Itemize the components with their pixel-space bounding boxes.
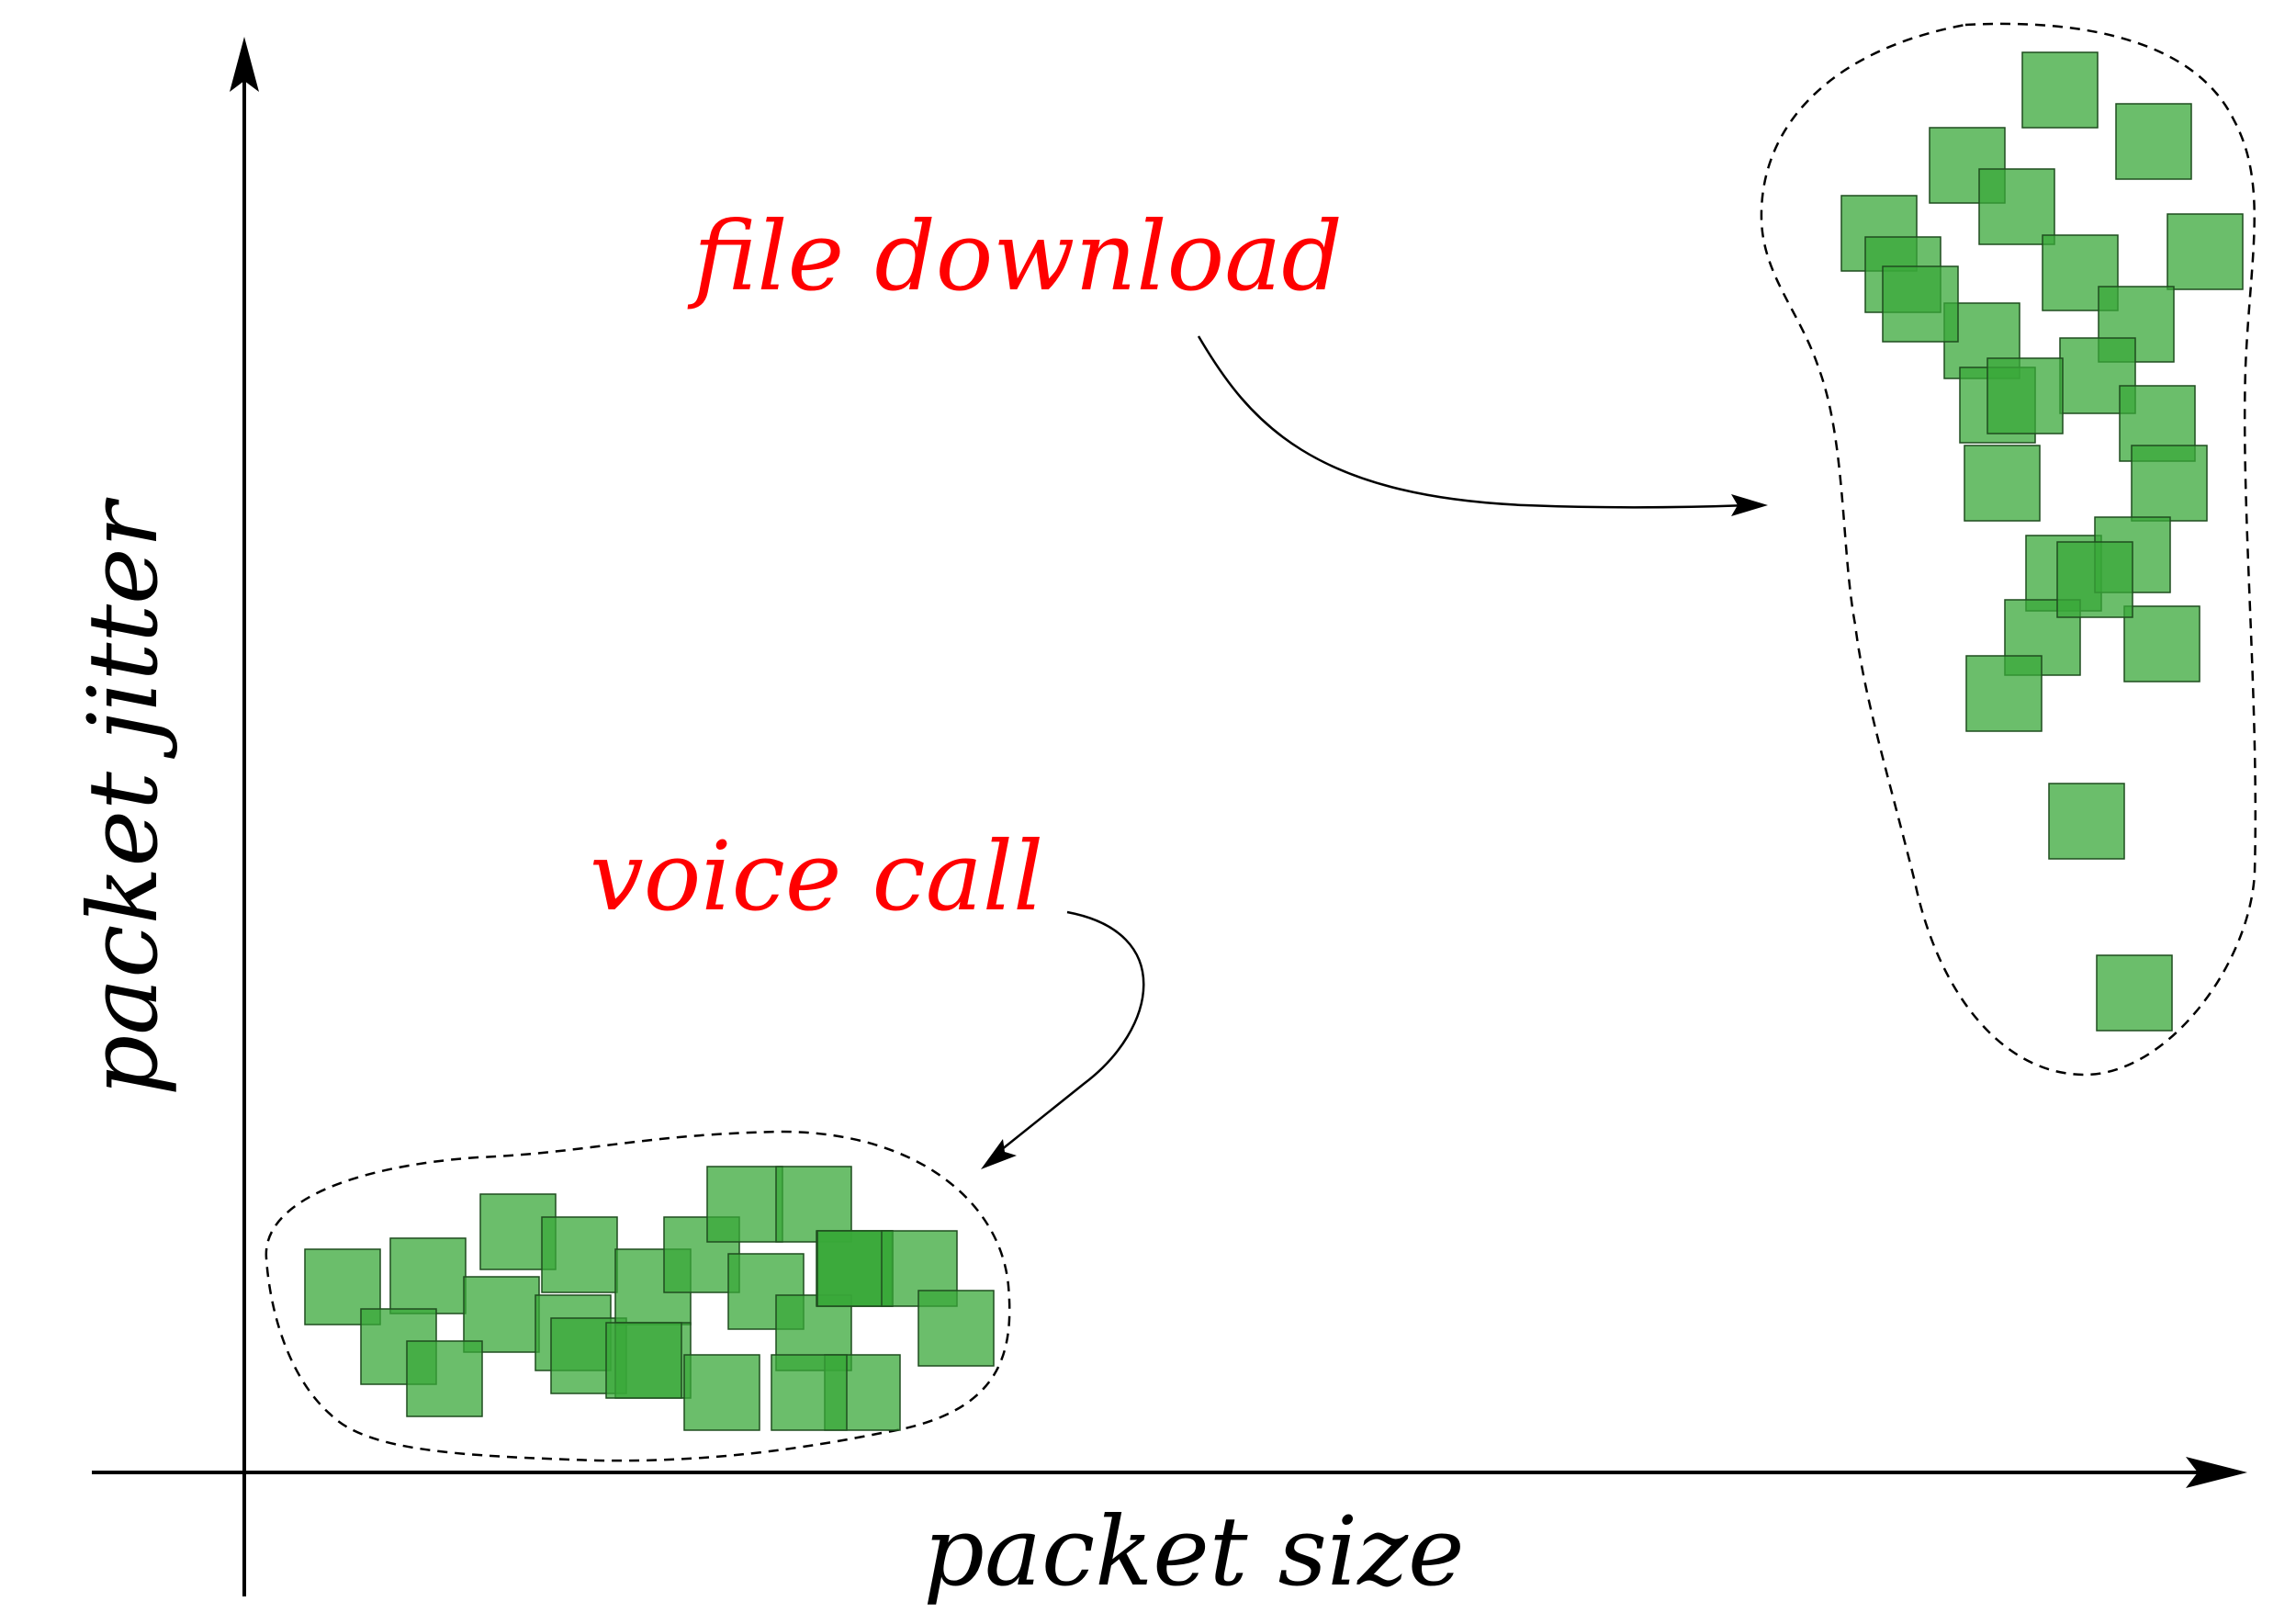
file-download-point	[2021, 51, 2099, 129]
voice-call-point	[541, 1216, 618, 1293]
file-download-cluster	[1840, 51, 2244, 1032]
voice-call-point	[683, 1354, 760, 1431]
file-download-point	[1978, 168, 2055, 245]
voice-call-point	[816, 1230, 894, 1307]
voice-call-point	[775, 1166, 852, 1243]
file-download-point	[2131, 445, 2208, 522]
file-download-arrow	[1197, 335, 1750, 509]
voice-call-point	[406, 1340, 483, 1417]
file-download-point	[2056, 541, 2133, 618]
file-download-point	[2123, 605, 2200, 682]
voice-call-point	[771, 1354, 848, 1431]
file-download-point	[1964, 445, 2041, 522]
axes	[92, 37, 2247, 1596]
voice-call-cluster-boundary	[264, 1130, 1011, 1462]
voice-call-label: voice call	[590, 820, 1043, 932]
file-download-point	[1882, 265, 1959, 343]
x-axis-label: packet size	[923, 1495, 1464, 1607]
voice-call-arrow	[996, 910, 1145, 1155]
file-download-cluster-boundary	[1760, 22, 2257, 1077]
voice-call-point	[605, 1322, 682, 1399]
voice-call-arrowhead	[981, 1139, 1017, 1169]
file-download-label: file download	[687, 200, 1343, 312]
voice-call-point	[706, 1166, 783, 1243]
file-download-point	[1986, 357, 2064, 434]
y-axis-arrowhead	[230, 37, 259, 92]
x-axis-arrowhead	[2186, 1457, 2247, 1488]
file-download-point	[1965, 655, 2043, 732]
voice-call-point	[389, 1237, 467, 1314]
file-download-arrowhead	[1731, 494, 1768, 516]
file-download-point	[2115, 103, 2192, 180]
file-download-point	[2096, 954, 2173, 1032]
y-axis-label: packet jitter	[67, 497, 179, 1096]
voice-call-point	[917, 1290, 995, 1367]
file-download-point	[2167, 213, 2244, 290]
file-download-point	[2048, 783, 2125, 860]
voice-call-cluster	[304, 1166, 995, 1431]
